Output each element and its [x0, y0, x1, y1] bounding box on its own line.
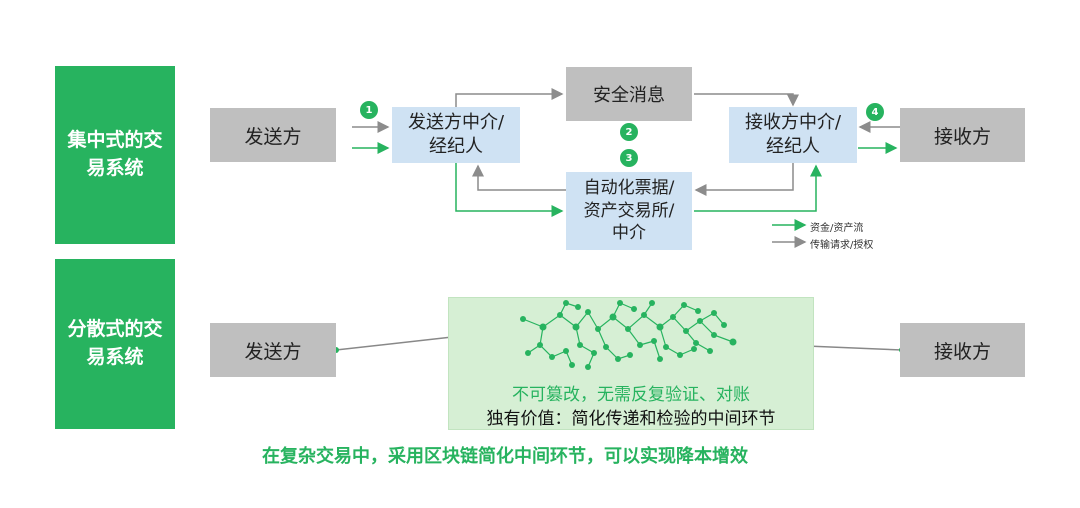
decentral-receiver-box: 接收方 — [900, 323, 1025, 377]
blockchain-panel — [448, 297, 814, 430]
panel-tagline: 不可篡改，无需反复验证、对账 — [512, 385, 750, 405]
arrow-to-security — [455, 88, 564, 107]
arrow-exchange-to-receiver-broker — [694, 164, 822, 212]
arrow-from-security — [694, 93, 799, 107]
decentral-sender-box: 发送方 — [210, 323, 336, 377]
decentralized-section-label: 分散式的交易系统 — [55, 259, 175, 429]
security-message-box: 安全消息 — [566, 67, 692, 121]
arrow-exchange-to-sender-broker — [472, 164, 566, 191]
legend-request-label: 传输请求/授权 — [810, 240, 874, 251]
sender-box: 发送方 — [210, 108, 336, 162]
step-badge-4: 4 — [866, 103, 884, 121]
step-badge-3: 3 — [620, 149, 638, 167]
arrow-sender-broker-to-exchange — [455, 163, 564, 217]
exchange-box: 自动化票据/资产交易所/中介 — [566, 172, 692, 250]
sender-broker-box: 发送方中介/经纪人 — [392, 107, 520, 163]
legend-funds-label: 资金/资产流 — [810, 223, 864, 234]
receiver-box: 接收方 — [900, 108, 1025, 162]
panel-value-statement: 独有价值：简化传递和检验的中间环节 — [486, 409, 776, 429]
step-badge-2: 2 — [620, 123, 638, 141]
step-badge-1: 1 — [360, 101, 378, 119]
centralized-section-label: 集中式的交易系统 — [55, 66, 175, 244]
arrow-receiver-broker-to-exchange — [694, 163, 794, 196]
footer-caption: 在复杂交易中，采用区块链简化中间环节，可以实现降本增效 — [262, 446, 748, 467]
receiver-broker-box: 接收方中介/经纪人 — [729, 107, 857, 163]
blockchain-network-graphic — [520, 300, 737, 370]
